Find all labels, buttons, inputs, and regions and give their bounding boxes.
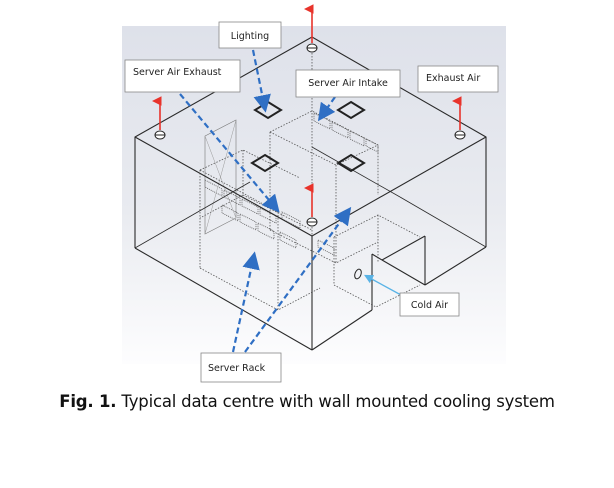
light-fixture bbox=[250, 153, 280, 173]
figure-caption: Fig. 1. Typical data centre with wall mo… bbox=[0, 392, 614, 411]
light-fixture bbox=[336, 153, 366, 173]
vent-icon bbox=[306, 43, 318, 53]
vent-icon bbox=[154, 130, 166, 140]
figure-caption-text: Typical data centre with wall mounted co… bbox=[116, 392, 555, 411]
figure-caption-prefix: Fig. 1. bbox=[59, 392, 117, 411]
label-server-air-exhaust: Server Air Exhaust bbox=[124, 59, 241, 93]
server-rack-callout-arrow-1 bbox=[231, 251, 260, 353]
server-rack-callout-arrow-2 bbox=[244, 206, 352, 353]
cold-air-inlet-icon bbox=[354, 268, 362, 280]
vent-icon bbox=[454, 130, 466, 140]
vent-icon bbox=[306, 217, 318, 227]
label-lighting: Lighting bbox=[218, 21, 282, 49]
label-cold-air-text: Cold Air bbox=[411, 300, 448, 311]
label-lighting-text: Lighting bbox=[231, 31, 269, 42]
label-server-rack-text: Server Rack bbox=[208, 363, 266, 374]
label-server-air-intake-text: Server Air Intake bbox=[308, 78, 388, 89]
label-server-rack: Server Rack bbox=[200, 352, 282, 383]
label-exhaust-air-text: Exhaust Air bbox=[426, 73, 480, 84]
label-server-air-exhaust-text: Server Air Exhaust bbox=[133, 67, 222, 78]
exhaust-vents bbox=[154, 43, 466, 227]
server-air-intake-callout-arrow bbox=[317, 96, 336, 122]
server-air-exhaust-callout-arrow bbox=[179, 93, 280, 213]
room-outline bbox=[134, 36, 487, 351]
airflow-arrows bbox=[152, 4, 462, 217]
callout-arrows bbox=[179, 49, 352, 353]
label-server-air-intake: Server Air Intake bbox=[295, 69, 401, 98]
light-fixture bbox=[336, 100, 366, 120]
cold-air-callout-arrow bbox=[364, 274, 402, 296]
hidden-lines bbox=[199, 50, 421, 311]
label-exhaust-air: Exhaust Air bbox=[417, 65, 499, 93]
label-cold-air: Cold Air bbox=[399, 292, 460, 317]
